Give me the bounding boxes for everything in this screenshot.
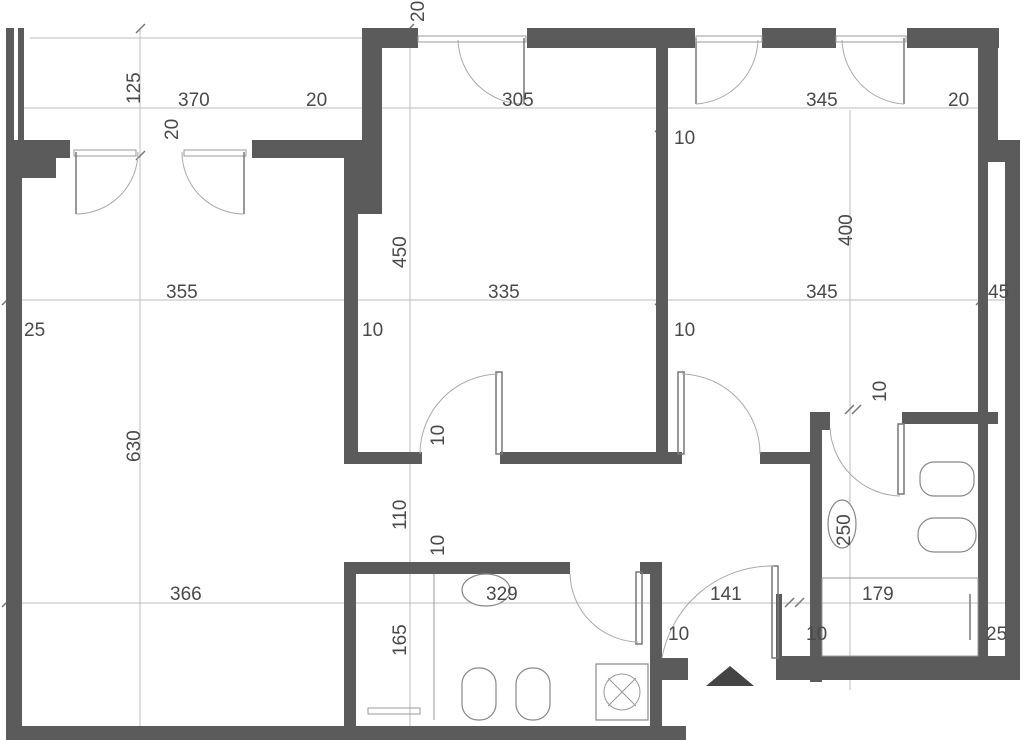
dimension-label: 335	[488, 282, 520, 303]
dimension-label: 370	[178, 90, 210, 111]
doors	[73, 35, 907, 659]
dimension-label: 125	[124, 72, 145, 104]
washbasin-right	[827, 499, 857, 549]
dimension-label: 10	[428, 425, 449, 446]
dimension-label: 20	[306, 90, 327, 111]
dimension-label: 10	[362, 320, 383, 341]
toilet-upper	[919, 461, 975, 497]
shower-tray	[821, 577, 979, 657]
dimension-label: 20	[948, 90, 969, 111]
bidet-lower	[461, 667, 497, 721]
dimension-lines	[20, 30, 1020, 735]
dimension-label: 25	[24, 320, 45, 341]
dimension-label: 10	[674, 128, 695, 149]
dimension-label: 20	[162, 119, 183, 140]
walls	[6, 28, 1020, 740]
dimension-label: 345	[806, 90, 838, 111]
dimension-label: 20	[408, 1, 429, 22]
dimension-label: 10	[428, 535, 449, 556]
dimension-label: 450	[390, 236, 411, 268]
toilet-lower	[515, 667, 551, 721]
dimension-label: 10	[674, 320, 695, 341]
dimension-label: 165	[390, 624, 411, 656]
dimension-label: 45	[988, 282, 1009, 303]
dimension-label: 630	[124, 430, 145, 462]
dimension-label: 110	[390, 500, 411, 530]
dimension-label: 10	[870, 381, 891, 402]
dimension-label: 25	[986, 624, 1007, 645]
dimension-label: 141	[710, 584, 742, 605]
washbasin-left	[461, 573, 511, 607]
dimension-label: 355	[166, 282, 198, 303]
fixtures	[367, 461, 979, 721]
dimension-label: 329	[486, 584, 518, 605]
dimension-label: 10	[668, 624, 689, 645]
dimension-label: 305	[502, 90, 534, 111]
dimension-label: 400	[836, 214, 857, 246]
dimension-label: 179	[862, 584, 894, 605]
dimension-label: 250	[834, 514, 855, 546]
entrance-arrow-icon	[706, 666, 754, 686]
dimension-label: 345	[806, 282, 838, 303]
dimension-label: 366	[170, 584, 202, 605]
dimension-labels: 20 125 370 20 305 345 20 20 10 400 450 3…	[24, 1, 1009, 656]
dimension-ticks	[1, 23, 1018, 608]
bidet-upper	[917, 517, 977, 553]
dimension-label: 10	[806, 624, 827, 645]
